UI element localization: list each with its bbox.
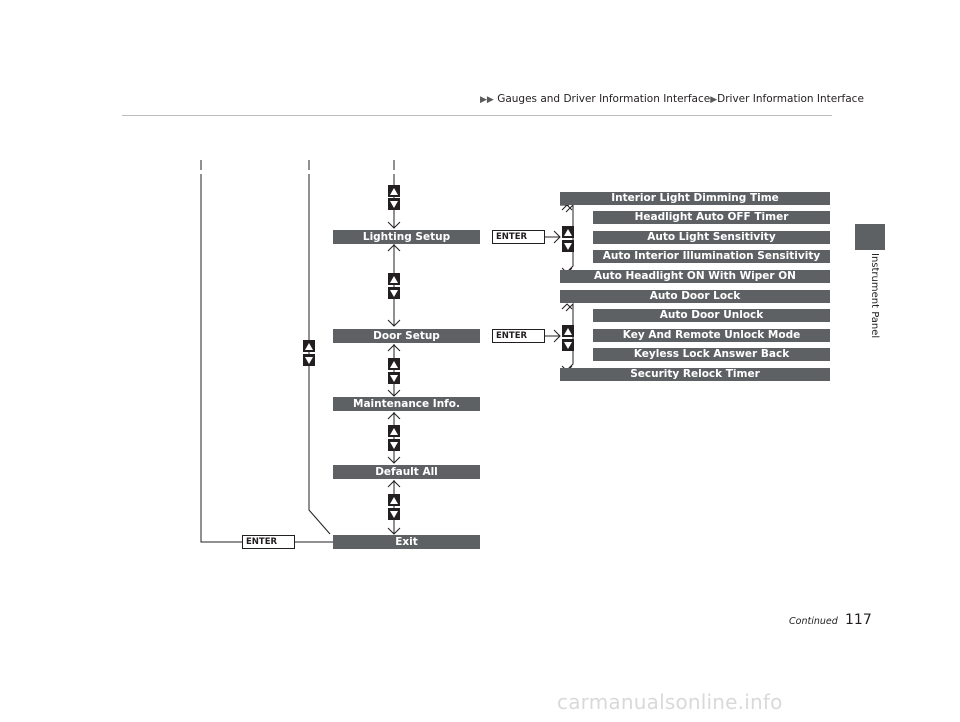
- submenu-keyless-lock-answer-back: Keyless Lock Answer Back: [593, 348, 830, 361]
- submenu-auto-light-sensitivity: Auto Light Sensitivity: [593, 231, 830, 244]
- triangle-icon: ▶: [710, 95, 718, 105]
- double-triangle-icon: ▶▶: [480, 95, 494, 105]
- menu-default-all: Default All: [333, 465, 480, 479]
- enter-tag-exit: ENTER: [242, 535, 295, 549]
- submenu-auto-door-lock: Auto Door Lock: [560, 290, 830, 303]
- menu-exit: Exit: [333, 535, 480, 549]
- watermark: carmanualsonline.info: [557, 690, 783, 714]
- submenu-key-and-remote-unlock-mode: Key And Remote Unlock Mode: [593, 329, 830, 342]
- submenu-auto-headlight-on-with-wiper-on: Auto Headlight ON With Wiper ON: [560, 270, 830, 283]
- header-divider: [122, 115, 832, 116]
- submenu-auto-door-unlock: Auto Door Unlock: [593, 309, 830, 322]
- breadcrumb: ▶▶ Gauges and Driver Information Interfa…: [480, 93, 864, 105]
- enter-tag-door: ENTER: [492, 329, 545, 343]
- menu-maintenance-info: Maintenance Info.: [333, 397, 480, 411]
- continued-label: Continued: [789, 616, 838, 627]
- menu-lighting-setup: Lighting Setup: [333, 230, 480, 244]
- chapter-label: Instrument Panel: [869, 253, 880, 339]
- submenu-interior-light-dimming-time: Interior Light Dimming Time: [560, 192, 830, 205]
- breadcrumb-page: Driver Information Interface: [717, 93, 864, 105]
- enter-tag-lighting: ENTER: [492, 230, 545, 244]
- submenu-security-relock-timer: Security Relock Timer: [560, 368, 830, 381]
- submenu-headlight-auto-off-timer: Headlight Auto OFF Timer: [593, 211, 830, 224]
- breadcrumb-section: Gauges and Driver Information Interface: [497, 93, 711, 105]
- submenu-auto-interior-illumination-sensitivity: Auto Interior Illumination Sensitivity: [593, 250, 830, 263]
- chapter-tab: [855, 224, 885, 250]
- page-number: 117: [845, 612, 872, 628]
- menu-door-setup: Door Setup: [333, 329, 480, 343]
